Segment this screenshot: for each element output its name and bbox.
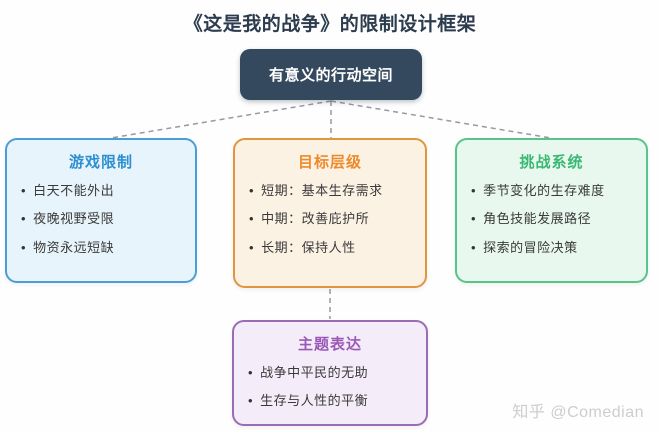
card-theme-expression: 主题表达 • 战争中平民的无助 • 生存与人性的平衡 — [232, 320, 428, 426]
card-list: • 短期：基本生存需求 • 中期：改善庇护所 • 长期：保持人性 — [235, 183, 425, 256]
list-item-text: 物资永远短缺 — [33, 239, 115, 255]
bullet-icon: • — [248, 393, 254, 409]
bullet-icon: • — [249, 211, 255, 227]
list-item-text: 夜晚视野受限 — [33, 211, 115, 227]
card-title-theme-expression: 主题表达 — [297, 336, 362, 353]
card-goal-hierarchy: 目标层级 • 短期：基本生存需求 • 中期：改善庇护所 • 长期：保持人性 — [233, 138, 427, 288]
connector-root-to-right — [330, 100, 552, 139]
bullet-icon: • — [249, 239, 255, 255]
card-title-goal-hierarchy: 目标层级 — [297, 154, 362, 171]
list-item-text: 生存与人性的平衡 — [260, 393, 369, 409]
list-item-text: 中期：改善庇护所 — [261, 211, 370, 227]
list-item: • 短期：基本生存需求 — [249, 183, 419, 199]
card-list: • 战争中平民的无助 • 生存与人性的平衡 — [234, 365, 426, 409]
root-node: 有意义的行动空间 — [240, 49, 422, 100]
list-item-text: 战争中平民的无助 — [260, 365, 369, 380]
bullet-icon: • — [471, 183, 477, 198]
root-node-label: 有意义的行动空间 — [268, 67, 393, 84]
page-title: 《这是我的战争》的限制设计框架 — [183, 14, 477, 35]
bullet-icon: • — [21, 183, 27, 198]
list-item: • 物资永远短缺 — [21, 239, 189, 256]
list-item: • 生存与人性的平衡 — [248, 393, 420, 409]
list-item-text: 短期：基本生存需求 — [261, 183, 383, 198]
list-item: • 夜晚视野受限 — [21, 211, 189, 227]
card-list: • 季节变化的生存难度 • 角色技能发展路径 • 探索的冒险决策 — [457, 183, 646, 256]
bullet-icon: • — [471, 239, 477, 255]
bullet-icon: • — [21, 211, 27, 227]
list-item-text: 季节变化的生存难度 — [483, 183, 605, 198]
list-item: • 战争中平民的无助 — [248, 365, 420, 381]
list-item: • 白天不能外出 — [21, 183, 189, 199]
connector-root-to-left — [110, 100, 332, 139]
bullet-icon: • — [249, 183, 255, 198]
card-title-challenge-system: 挑战系统 — [519, 154, 584, 171]
list-item-text: 长期：保持人性 — [261, 239, 356, 255]
card-title-game-limits: 游戏限制 — [68, 154, 133, 171]
list-item-text: 角色技能发展路径 — [483, 211, 592, 227]
card-challenge-system: 挑战系统 • 季节变化的生存难度 • 角色技能发展路径 • 探索的冒险决策 — [455, 138, 648, 283]
list-item-text: 白天不能外出 — [33, 183, 115, 198]
bullet-icon: • — [21, 239, 27, 255]
bullet-icon: • — [471, 211, 477, 227]
bullet-icon: • — [248, 365, 254, 380]
list-item: • 中期：改善庇护所 — [249, 211, 419, 227]
list-item: • 探索的冒险决策 — [471, 239, 640, 256]
list-item-text: 探索的冒险决策 — [483, 239, 578, 255]
list-item: • 季节变化的生存难度 — [471, 183, 640, 199]
list-item: • 角色技能发展路径 — [471, 211, 640, 227]
watermark: 知乎 @Comedian — [512, 404, 644, 421]
list-item: • 长期：保持人性 — [249, 239, 419, 256]
card-game-limits: 游戏限制 • 白天不能外出 • 夜晚视野受限 • 物资永远短缺 — [5, 138, 197, 283]
card-list: • 白天不能外出 • 夜晚视野受限 • 物资永远短缺 — [7, 183, 195, 256]
